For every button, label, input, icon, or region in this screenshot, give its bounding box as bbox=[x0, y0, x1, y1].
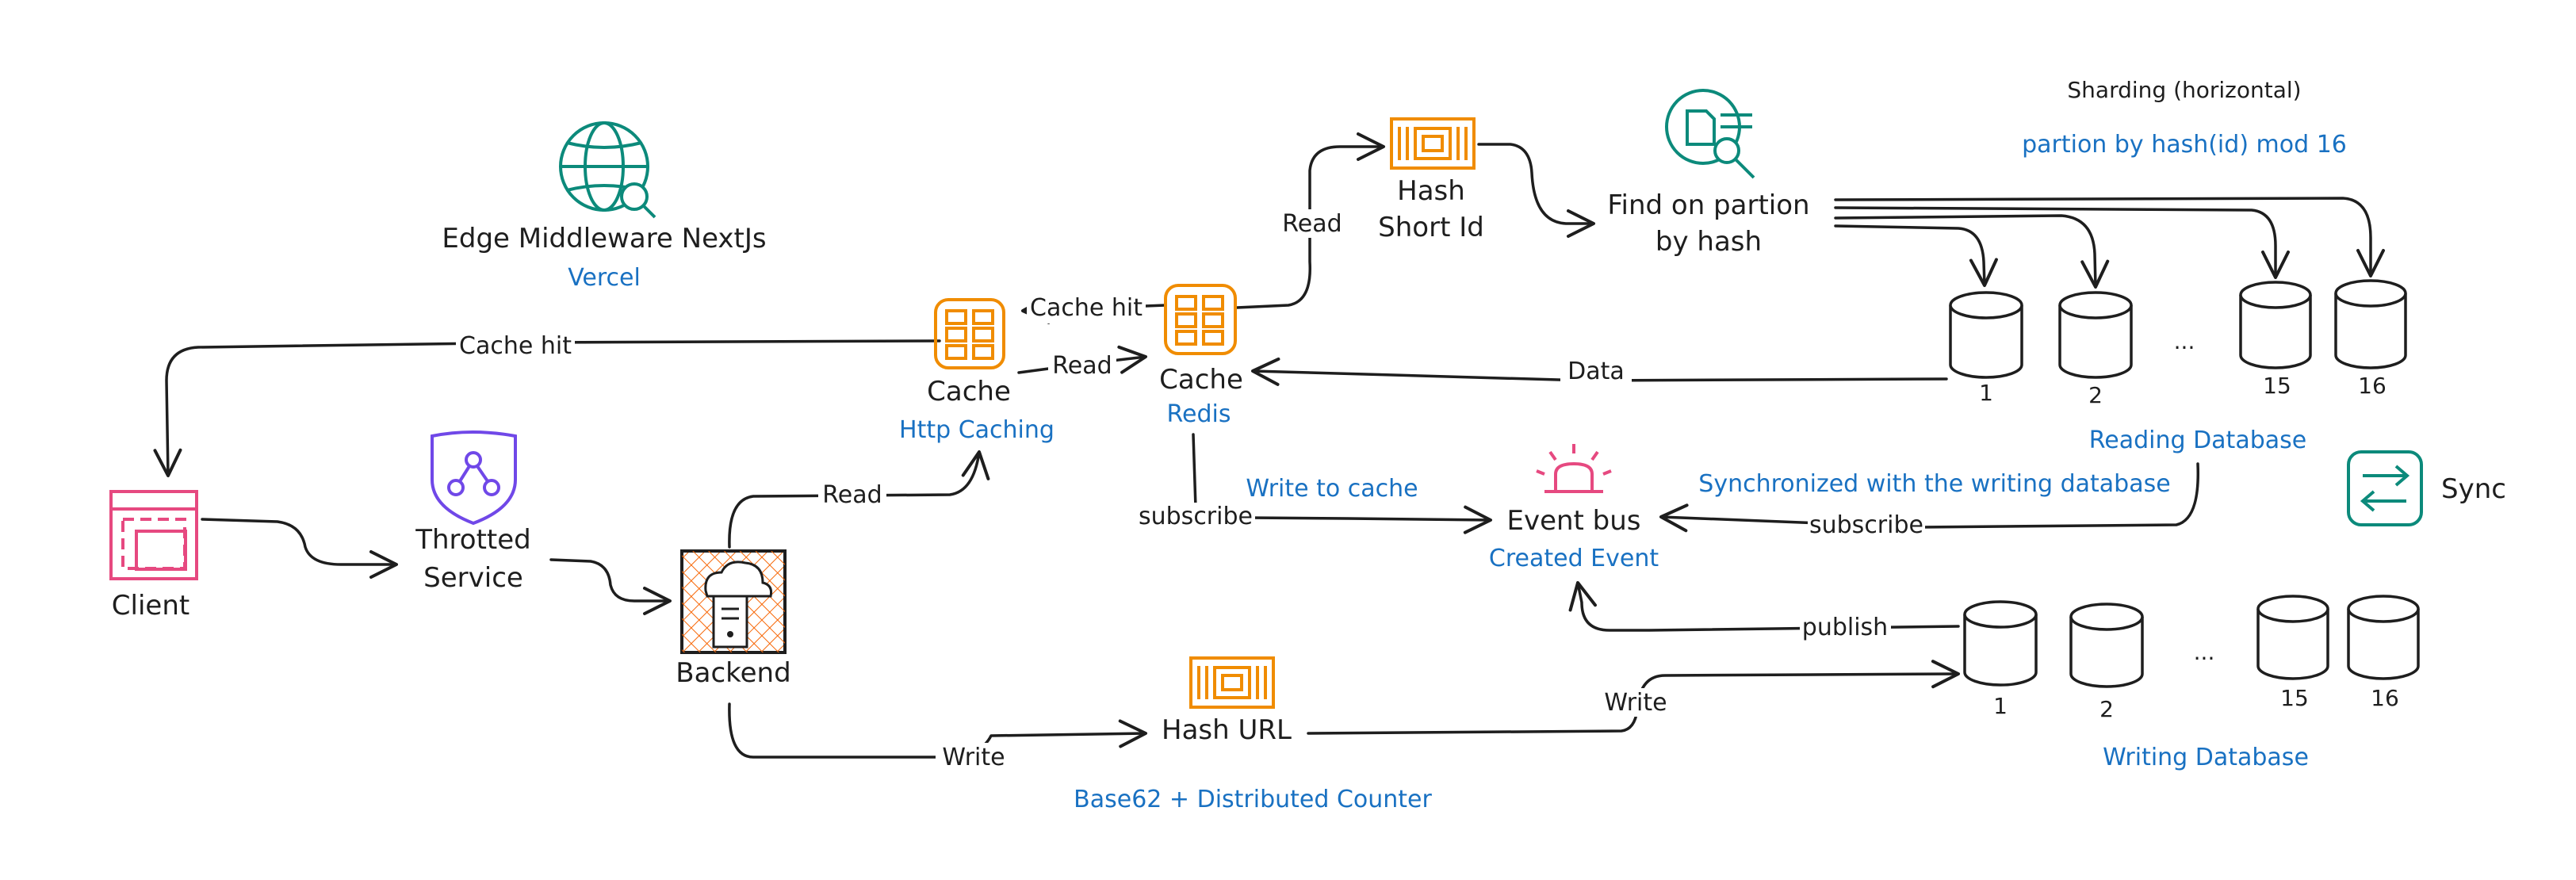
sync-arrows-icon bbox=[2347, 450, 2423, 526]
find-partition-line1: Find on partion bbox=[1607, 189, 1809, 221]
throttled-title-line2: Service bbox=[423, 562, 523, 594]
reading-database: 1 2 ... 15 16 Reading Database bbox=[1949, 279, 2407, 454]
reading-database-label: Reading Database bbox=[2089, 427, 2306, 454]
label-subscribe-db: subscribe bbox=[1809, 511, 1923, 539]
hash-short-id-node: Hash Short Id bbox=[1378, 117, 1484, 243]
edge-throttled-to-backend bbox=[549, 558, 672, 615]
edge-backend-read-cache bbox=[728, 450, 990, 549]
chip-icon-hashurl bbox=[1189, 656, 1275, 709]
label-read-http-redis: Read bbox=[1052, 352, 1112, 380]
hash-url-title: Hash URL bbox=[1162, 714, 1292, 746]
edge-redis-read-hash bbox=[1235, 132, 1385, 309]
edge-find-shard1 bbox=[1834, 224, 1998, 287]
label-write-to-cache: Write to cache bbox=[1246, 475, 1418, 503]
label-write-db: Write bbox=[1604, 689, 1667, 717]
reading-shard-16 bbox=[2334, 279, 2407, 369]
label-read-redis-hash: Read bbox=[1282, 210, 1342, 238]
label-data: Data bbox=[1567, 358, 1625, 385]
shield-network-icon bbox=[431, 430, 517, 526]
throttled-service-node: Throtted Service bbox=[415, 430, 531, 594]
hash-short-id-line2: Short Id bbox=[1378, 212, 1484, 243]
throttled-title-line1: Throtted bbox=[415, 524, 531, 556]
event-bus-node: Event bus Created Event bbox=[1489, 444, 1659, 572]
label-sync-note: Synchronized with the writing database bbox=[1698, 470, 2170, 498]
edge-readingdb-subscribe bbox=[1659, 462, 2200, 533]
label-cache-hit-client: Cache hit bbox=[459, 332, 572, 360]
edge-middleware-sub: Vercel bbox=[568, 264, 641, 292]
sync-title: Sync bbox=[2441, 473, 2506, 505]
writing-shard-2 bbox=[2069, 603, 2144, 688]
writing-shard-15 bbox=[2256, 595, 2329, 680]
writing-shard-1 bbox=[1963, 600, 2038, 687]
cache-grid-icon-redis bbox=[1164, 284, 1237, 355]
reading-shard-15 bbox=[2239, 281, 2312, 369]
reading-shard-1 bbox=[1949, 291, 2023, 379]
sharding-title: Sharding (horizontal) bbox=[2067, 77, 2301, 103]
edge-hash-to-find bbox=[1477, 143, 1595, 238]
event-bus-sub: Created Event bbox=[1489, 545, 1659, 572]
hash-url-sub: Base62 + Distributed Counter bbox=[1074, 786, 1432, 813]
reading-shard-2 bbox=[2058, 291, 2133, 379]
writing-database: 1 2 ... 15 16 Writing Database bbox=[1963, 595, 2420, 771]
document-search-icon bbox=[1665, 89, 1755, 179]
backend-server-icon bbox=[680, 549, 787, 654]
writing-database-label: Writing Database bbox=[2103, 744, 2309, 771]
reading-shard-ellipsis: ... bbox=[2174, 328, 2195, 354]
chip-icon-hash bbox=[1390, 117, 1476, 170]
reading-shard-label-1: 1 bbox=[1979, 380, 1993, 406]
reading-shard-label-16: 16 bbox=[2358, 373, 2387, 399]
redis-cache-sub: Redis bbox=[1167, 400, 1231, 428]
backend-title: Backend bbox=[676, 657, 790, 689]
sharding-notes: Sharding (horizontal) partion by hash(id… bbox=[2022, 77, 2347, 159]
siren-icon bbox=[1536, 444, 1612, 493]
label-publish: publish bbox=[1802, 614, 1888, 641]
edge-labels: Cache hit Cache hit Read Read Data Read … bbox=[456, 209, 2171, 771]
label-read-backend: Read bbox=[822, 481, 882, 509]
writing-shard-label-15: 15 bbox=[2280, 685, 2309, 711]
edge-client-to-throttled bbox=[201, 518, 398, 579]
client-title: Client bbox=[112, 590, 189, 622]
edge-middleware-node: Edge Middleware NextJs Vercel bbox=[442, 121, 767, 292]
reading-shard-label-15: 15 bbox=[2263, 373, 2291, 399]
browser-window-icon bbox=[109, 490, 198, 580]
label-write-backend: Write bbox=[942, 744, 1005, 771]
writing-shard-label-1: 1 bbox=[1993, 693, 2008, 719]
find-partition-line2: by hash bbox=[1655, 226, 1762, 258]
writing-shard-label-16: 16 bbox=[2371, 685, 2399, 711]
http-cache-sub: Http Caching bbox=[899, 416, 1055, 444]
http-cache-title: Cache bbox=[927, 376, 1011, 407]
find-partition-node: Find on partion by hash bbox=[1607, 89, 1810, 258]
writing-shard-16 bbox=[2347, 595, 2420, 680]
label-subscribe-redis: subscribe bbox=[1139, 503, 1253, 530]
writing-shard-label-2: 2 bbox=[2099, 696, 2114, 722]
edge-cache-hit-to-client bbox=[153, 339, 941, 477]
client-node: Client bbox=[109, 490, 198, 622]
edge-find-shard15 bbox=[1834, 206, 2290, 279]
cache-grid-icon-http bbox=[934, 298, 1005, 369]
hash-short-id-line1: Hash bbox=[1397, 175, 1465, 207]
sync-node: Sync bbox=[2347, 450, 2506, 526]
backend-node: Backend bbox=[676, 549, 791, 689]
event-bus-title: Event bus bbox=[1506, 505, 1640, 537]
writing-shard-ellipsis: ... bbox=[2194, 639, 2215, 665]
label-cache-hit-redis: Cache hit bbox=[1030, 294, 1143, 322]
redis-cache-node: Cache Redis bbox=[1159, 284, 1243, 428]
edge-publish bbox=[1568, 581, 1960, 632]
edge-find-shard2 bbox=[1834, 214, 2110, 289]
edge-find-shard16 bbox=[1834, 197, 2385, 277]
http-cache-node: Cache Http Caching bbox=[899, 298, 1055, 444]
edge-redis-subscribe bbox=[1192, 433, 1197, 509]
globe-search-icon bbox=[559, 121, 656, 219]
redis-cache-title: Cache bbox=[1159, 364, 1243, 396]
reading-shard-label-2: 2 bbox=[2088, 382, 2103, 408]
sharding-note: partion by hash(id) mod 16 bbox=[2022, 131, 2347, 159]
hash-url-node: Hash URL Base62 + Distributed Counter bbox=[1074, 656, 1433, 813]
edge-middleware-title: Edge Middleware NextJs bbox=[442, 223, 766, 254]
